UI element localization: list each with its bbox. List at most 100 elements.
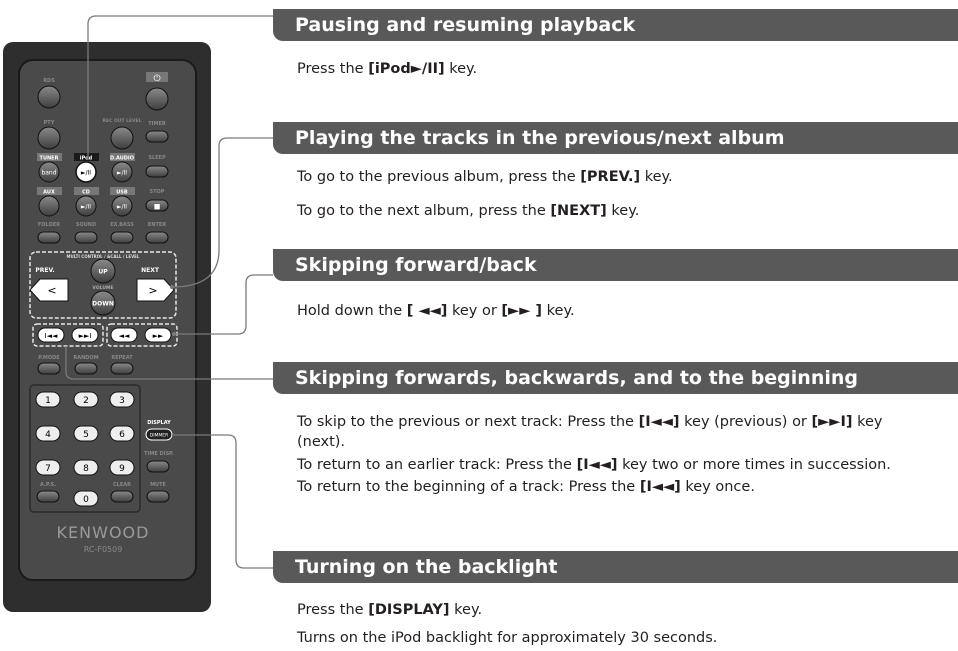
text: To return to the beginning of a track: P… (297, 479, 640, 495)
keypad-frame (29, 384, 141, 513)
section-text-album-next: To go to the next album, press the [NEXT… (297, 202, 947, 220)
folder-button[interactable] (37, 231, 61, 244)
time-disp-button[interactable] (146, 460, 170, 473)
ff-button[interactable] (144, 327, 172, 343)
key-name: [►►I] (811, 414, 853, 430)
brand-logo: KENWOOD (57, 523, 150, 542)
text: key (852, 414, 883, 430)
pmode-button[interactable] (37, 362, 61, 375)
skip-buttons-highlight (32, 323, 104, 347)
power-button[interactable] (145, 87, 169, 111)
rew-button[interactable] (110, 327, 138, 343)
rew-symbol: ◄◄ (119, 332, 130, 340)
skip-fwd-button[interactable] (71, 327, 99, 343)
key-5[interactable] (73, 425, 99, 442)
prev-symbol: < (47, 284, 56, 297)
text: To skip to the previous or next track: P… (297, 414, 639, 430)
sound-label: SOUND (76, 222, 96, 228)
volume-label: VOLUME (92, 285, 113, 291)
text: key. (449, 602, 483, 618)
section-heading-skip: Skipping forward/back (273, 249, 958, 281)
aps-button[interactable] (36, 490, 60, 503)
key-0[interactable] (73, 490, 99, 507)
section-text-track-beginning: To return to the beginning of a track: P… (297, 478, 947, 496)
text: (next). (297, 434, 346, 450)
key-name: [I◄◄] (638, 414, 680, 430)
tuner-label: TUNER (40, 156, 59, 162)
aps-label: A.P.S. (40, 482, 56, 488)
aux-button[interactable] (38, 195, 60, 217)
key-4-label: 4 (45, 430, 51, 440)
ipod-label: iPod (80, 156, 93, 162)
key-8[interactable] (73, 459, 99, 476)
sound-button[interactable] (74, 231, 98, 244)
section-text-backlight-press: Press the [DISPLAY] key. (297, 601, 947, 619)
key-4[interactable] (35, 425, 61, 442)
remote-control-illustration: RDS ⏻ PTY REC OUT LEVEL TIMER TUNER band… (3, 42, 211, 612)
key-name: [iPod►/II] (368, 61, 445, 77)
key-6[interactable] (109, 425, 135, 442)
usb-label: USB (116, 190, 128, 196)
key-name: [ ◄◄] (406, 303, 448, 319)
text: To return to an earlier track: Press the (297, 457, 577, 473)
key-3[interactable] (109, 391, 135, 408)
daudio-play-pause-button[interactable] (111, 161, 133, 183)
sleep-button[interactable] (145, 165, 169, 178)
text: key (previous) or (679, 414, 812, 430)
text: key once. (680, 479, 755, 495)
random-button[interactable] (74, 362, 98, 375)
rec-out-label: REC OUT LEVEL (103, 118, 142, 124)
stop-symbol: ■ (154, 203, 161, 211)
mute-label: MUTE (150, 482, 166, 488)
rds-button[interactable] (37, 85, 61, 109)
text: key two or more times in succession. (617, 457, 891, 473)
key-9[interactable] (109, 459, 135, 476)
pty-button[interactable] (37, 126, 61, 150)
usb-play-pause-button[interactable] (111, 195, 133, 217)
search-buttons-highlight (106, 323, 178, 347)
exbass-button[interactable] (110, 231, 134, 244)
cd-play-pause-button[interactable] (75, 195, 97, 217)
enter-label: ENTER (148, 222, 166, 228)
enter-button[interactable] (145, 231, 169, 244)
prev-album-button[interactable] (29, 278, 69, 302)
section-heading-album: Playing the tracks in the previous/next … (273, 122, 958, 154)
up-label: UP (98, 269, 108, 276)
pmode-label: P.MODE (38, 355, 60, 361)
mute-button[interactable] (146, 490, 170, 503)
ipod-play-pause-button[interactable] (75, 161, 97, 183)
timer-button[interactable] (145, 130, 169, 143)
next-label: NEXT (141, 267, 160, 274)
text: key. (444, 61, 478, 77)
stop-button[interactable] (145, 199, 169, 212)
key-1[interactable] (35, 391, 61, 408)
text: To go to the next album, press the (297, 203, 551, 219)
key-name: [I◄◄] (639, 479, 681, 495)
section-heading-pausing: Pausing and resuming playback (273, 9, 958, 41)
key-2-label: 2 (83, 396, 89, 406)
text: To go to the previous album, press the (297, 169, 581, 185)
key-7-label: 7 (45, 464, 51, 474)
rec-out-level-button[interactable] (110, 126, 134, 150)
prev-label: PREV. (35, 267, 54, 274)
rds-label: RDS (43, 78, 55, 84)
exbass-label: EX.BASS (110, 222, 134, 228)
section-text-album-prev: To go to the previous album, press the [… (297, 168, 947, 186)
section-heading-track: Skipping forwards, backwards, and to the… (273, 362, 958, 394)
clear-button[interactable] (110, 490, 134, 503)
aux-label: AUX (43, 190, 55, 196)
tuner-band-button[interactable] (38, 161, 60, 183)
down-button[interactable] (90, 290, 116, 316)
key-0-label: 0 (83, 495, 89, 505)
section-text-backlight-info: Turns on the iPod backlight for approxim… (297, 629, 947, 647)
key-7[interactable] (35, 459, 61, 476)
key-2[interactable] (73, 391, 99, 408)
next-album-button[interactable] (136, 278, 175, 302)
usb-label-box (110, 187, 135, 195)
up-button[interactable] (90, 258, 116, 284)
skip-back-button[interactable] (37, 327, 65, 343)
repeat-button[interactable] (110, 362, 134, 375)
sleep-label: SLEEP (148, 155, 166, 161)
skip-back-symbol: I◄◄ (45, 332, 58, 340)
text: key. (606, 203, 640, 219)
